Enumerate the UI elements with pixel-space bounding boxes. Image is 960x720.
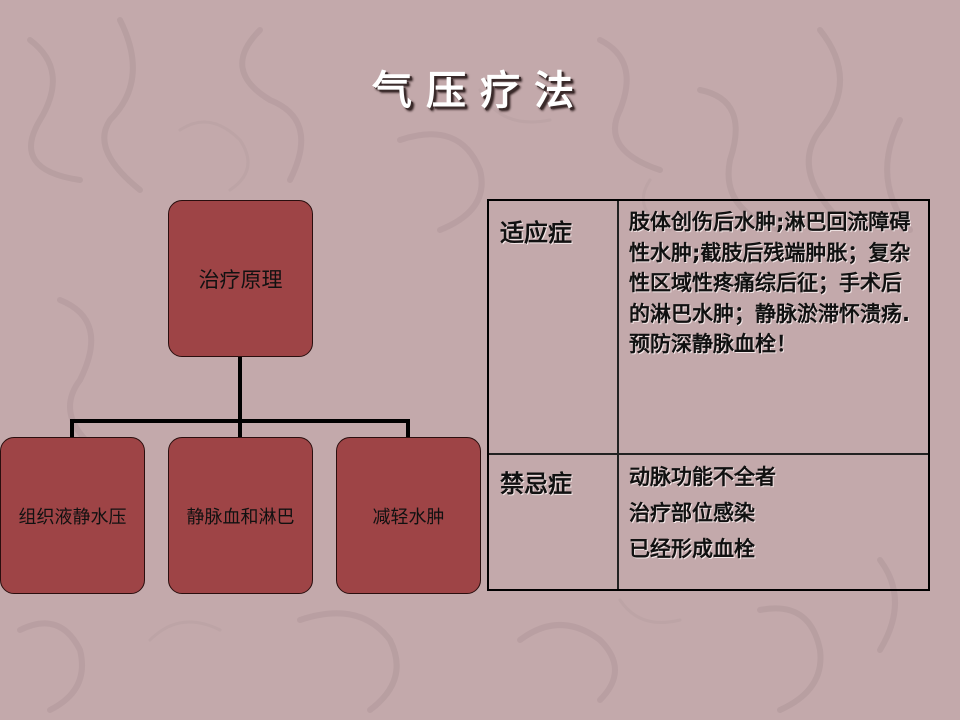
slide-title: 气压疗法 [372,67,588,114]
table-column-divider [617,201,619,589]
diagram-child-label-1: 组织液静水压 [18,506,127,528]
diagram-child-label-2: 静脉血和淋巴 [186,506,295,528]
table-row-divider [489,453,928,455]
diagram-child-box-2: 静脉血和淋巴 [168,437,313,594]
contraindication-item: 已经形成血栓 [629,537,755,561]
indications-text: 肢体创伤后水肿;淋巴回流障碍性水肿;截肢后残端肿胀；复杂性区域性疼痛综后征；手术… [629,210,911,356]
contraindication-item: 动脉功能不全者 [629,465,776,489]
contraindication-item: 治疗部位感染 [629,501,755,525]
connector-child2-vertical [238,419,242,438]
indication-table: 适应症 肢体创伤后水肿;淋巴回流障碍性水肿;截肢后残端肿胀；复杂性区域性疼痛综后… [487,199,930,591]
indications-label: 适应症 [500,219,572,247]
diagram-child-box-3: 减轻水肿 [336,437,481,594]
contraindications-label: 禁忌症 [500,470,572,498]
diagram-child-label-3: 减轻水肿 [372,506,445,528]
contraindications-list: 动脉功能不全者 治疗部位感染 已经形成血栓 [629,459,919,567]
connector-root-vertical [238,357,242,423]
connector-child3-vertical [406,419,410,438]
diagram-child-box-1: 组织液静水压 [0,437,145,594]
diagram-root-box: 治疗原理 [168,200,313,357]
connector-child1-vertical [70,419,74,438]
diagram-root-label: 治疗原理 [198,267,283,292]
